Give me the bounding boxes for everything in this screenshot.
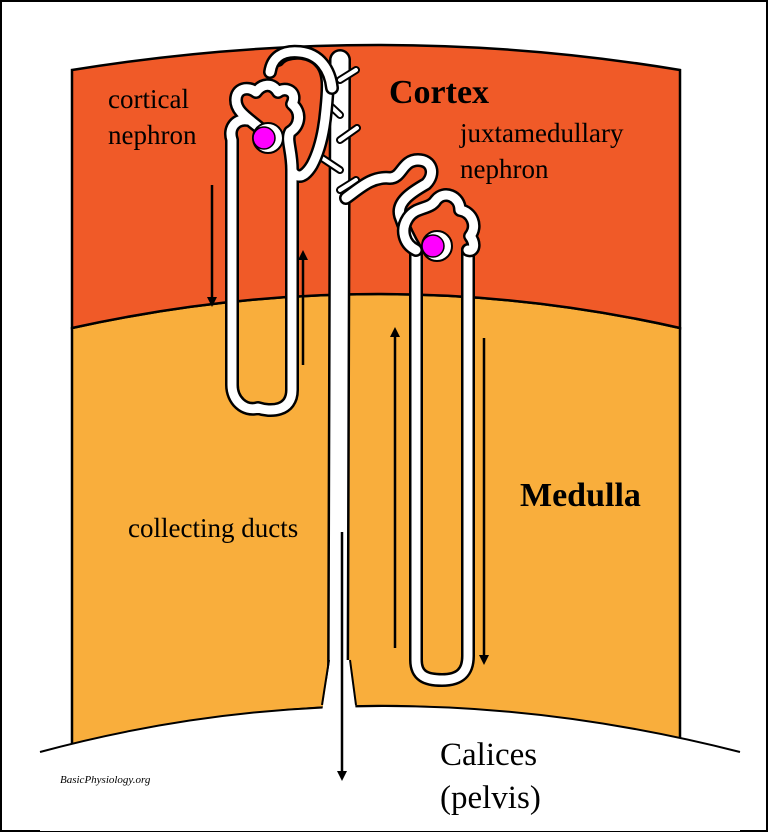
juxtamedullary-label-line2: nephron (460, 154, 549, 184)
glomerulus-juxtamedullary (421, 234, 445, 258)
cortical-nephron-label-line1: cortical (108, 84, 189, 114)
cortical-nephron-label-line2: nephron (108, 120, 197, 150)
glomerulus-cortical (252, 126, 276, 150)
credit-label: BasicPhysiology.org (60, 774, 151, 786)
calices-curve (39, 705, 741, 753)
collecting-duct (318, 49, 361, 712)
juxtamedullary-label-line1: juxtamedullary (459, 118, 624, 148)
calices-label-line2: (pelvis) (440, 780, 541, 816)
collecting-ducts-label: collecting ducts (128, 513, 298, 543)
cortex-label: Cortex (389, 74, 489, 111)
flow-arrows (207, 185, 489, 781)
medulla-label: Medulla (520, 477, 641, 514)
calices-label-line1: Calices (440, 737, 537, 773)
calices-boundary (40, 706, 740, 831)
cortical-nephron (224, 44, 339, 417)
juxtamedullary-nephron (339, 153, 481, 687)
